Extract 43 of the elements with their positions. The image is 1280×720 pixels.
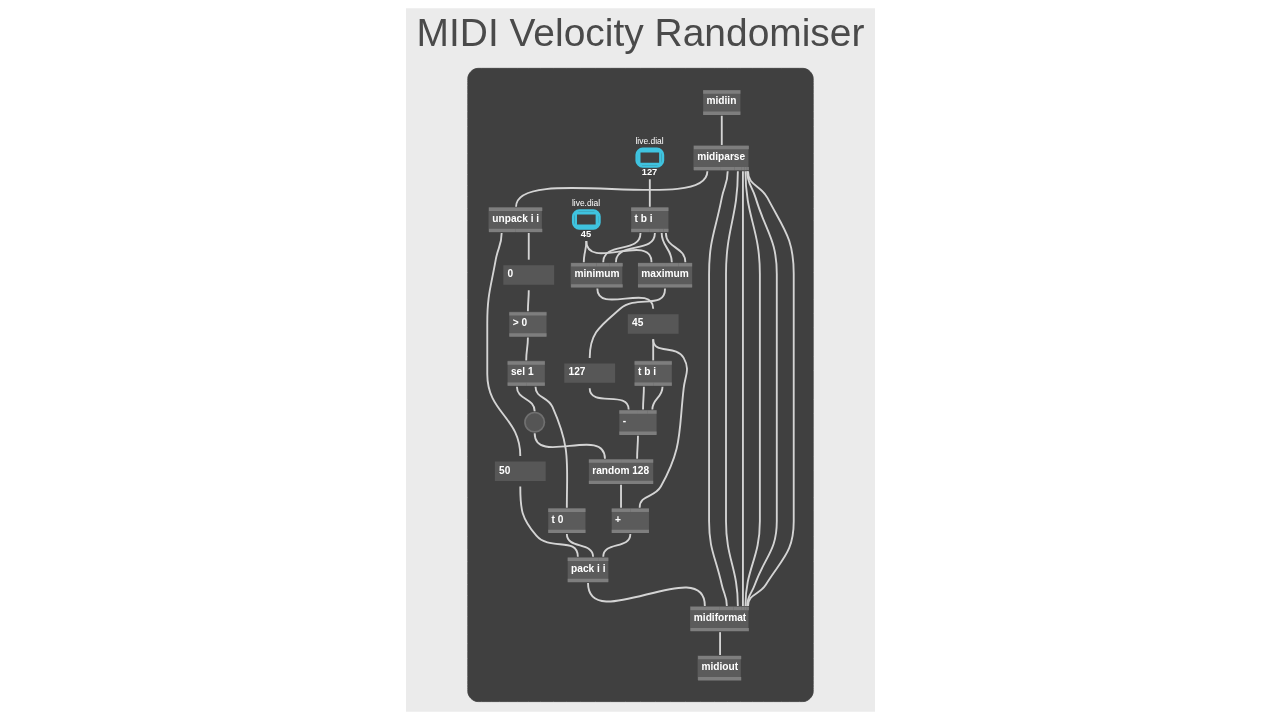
connector [641, 385, 645, 411]
connector [601, 232, 641, 264]
node-label: 45 [580, 229, 591, 240]
connector [648, 178, 651, 208]
connector [651, 338, 654, 362]
node-circle [523, 411, 545, 433]
connector [724, 170, 739, 607]
connector [664, 232, 686, 264]
connector [744, 170, 761, 607]
connector [565, 533, 594, 558]
connector [586, 582, 706, 607]
connector [635, 434, 639, 460]
connector [524, 336, 529, 362]
cluster [466, 67, 814, 702]
connector [518, 485, 579, 558]
connector [746, 170, 795, 607]
connector [638, 338, 688, 509]
connector [614, 232, 656, 264]
connector [515, 385, 536, 413]
node-label: live.dial [634, 136, 664, 147]
connector [619, 483, 622, 509]
connector [514, 170, 708, 208]
node-label: live.dial [571, 197, 600, 208]
connector [526, 289, 530, 313]
connector [741, 170, 744, 607]
connector [582, 240, 587, 264]
connector [588, 387, 630, 411]
connector [601, 533, 631, 558]
connector [595, 287, 654, 310]
connector [660, 232, 673, 264]
connector [588, 287, 666, 359]
connector [527, 232, 530, 261]
connector [718, 631, 721, 656]
node-label: 127 [641, 167, 657, 178]
connector [745, 170, 778, 607]
connector [534, 385, 568, 509]
diagram-title: MIDI Velocity Randomiser [416, 11, 864, 55]
connector [533, 432, 606, 460]
connector [707, 170, 729, 607]
connector [584, 240, 652, 264]
connector [650, 385, 663, 411]
connector [720, 114, 723, 146]
connector [485, 232, 521, 457]
